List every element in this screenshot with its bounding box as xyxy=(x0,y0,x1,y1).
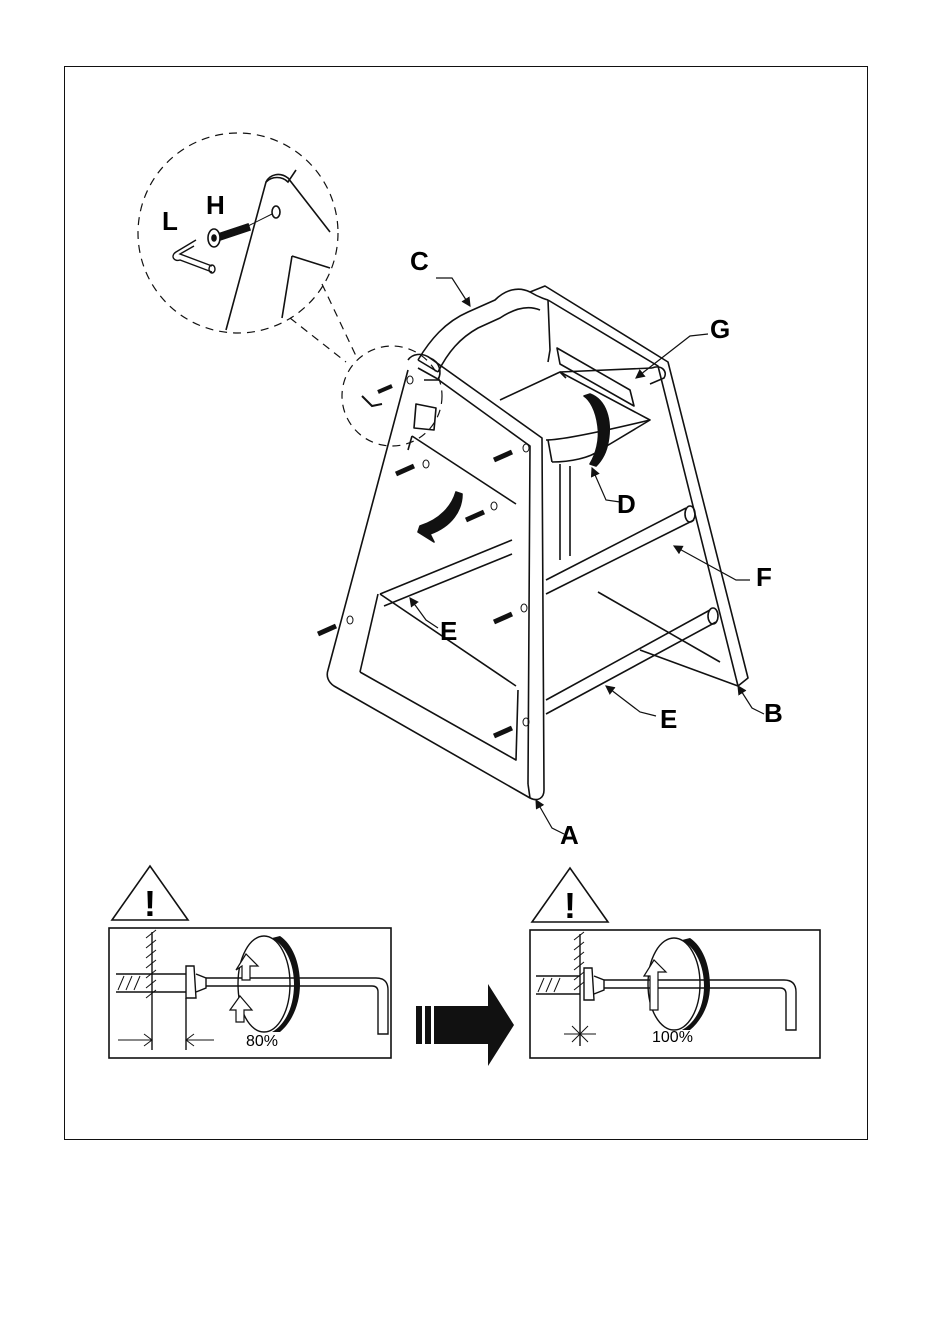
screw-icon xyxy=(318,616,353,634)
label-f: F xyxy=(756,562,772,592)
screw-icon xyxy=(378,376,413,392)
rung-f xyxy=(546,506,695,594)
next-step-arrow-icon xyxy=(416,984,514,1066)
backrest-c xyxy=(418,289,550,372)
hex-key-icon xyxy=(362,396,382,406)
label-h: H xyxy=(206,190,225,220)
screw-icon xyxy=(466,502,497,520)
rung-e-front xyxy=(380,540,512,606)
screw-icon xyxy=(494,604,527,622)
screw-icon xyxy=(396,460,429,474)
high-chair-drawing xyxy=(327,286,748,800)
leader-lines xyxy=(410,278,764,834)
percent-100: 100% xyxy=(652,1029,693,1046)
label-d: D xyxy=(617,489,636,519)
rotation-arrow xyxy=(418,492,462,542)
label-b: B xyxy=(764,698,783,728)
warning-icon: ! xyxy=(532,868,608,926)
rear-side-frame-b xyxy=(530,286,748,686)
warning-icon: ! xyxy=(112,866,188,924)
detail-view xyxy=(173,170,330,330)
label-e-left: E xyxy=(440,616,457,646)
seat-strap xyxy=(584,394,609,466)
label-c: C xyxy=(410,246,429,276)
label-l: L xyxy=(162,206,178,236)
callout-labels: C G D F E E B A H L xyxy=(162,190,783,850)
tray-bar-g xyxy=(560,367,665,384)
warning-mark: ! xyxy=(144,883,156,924)
seat-d xyxy=(500,372,650,462)
tightening-panel-100: 100% xyxy=(530,930,820,1058)
screw-icon xyxy=(494,444,529,460)
screws xyxy=(318,376,529,736)
front-side-frame-a xyxy=(327,354,544,799)
screw-icon xyxy=(494,718,529,736)
warning-mark: ! xyxy=(564,885,576,926)
label-a: A xyxy=(560,820,579,850)
rung-e-rear xyxy=(546,592,720,714)
label-g: G xyxy=(710,314,730,344)
label-e-right: E xyxy=(660,704,677,734)
tightening-panel-80: 80% xyxy=(109,928,391,1058)
hex-key-detail-icon xyxy=(173,240,215,273)
percent-80: 80% xyxy=(246,1033,278,1050)
chair-rear-leg xyxy=(560,464,570,560)
